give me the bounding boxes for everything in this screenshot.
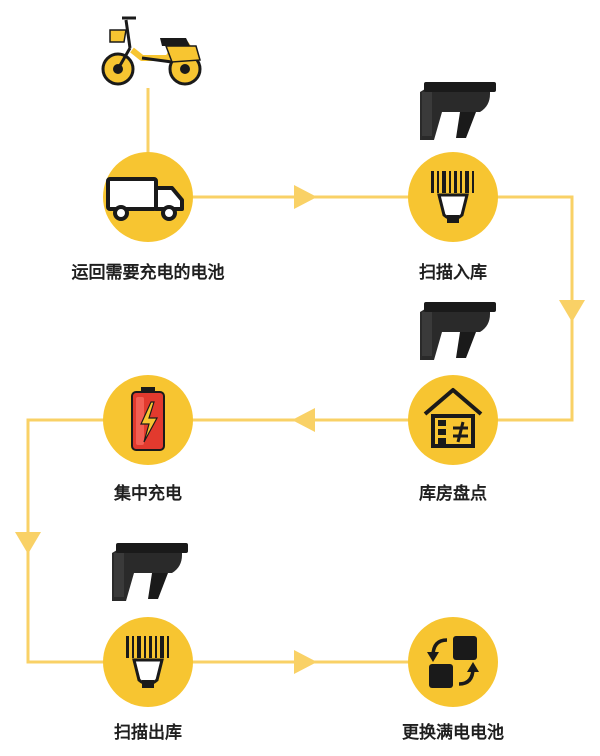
- step-label-scan-out: 扫描出库: [114, 723, 182, 743]
- arrow-down-icon: [559, 300, 585, 322]
- step-label-inventory: 库房盘点: [419, 484, 487, 504]
- swap-icon: [427, 636, 479, 688]
- arrow-left-icon: [292, 408, 315, 432]
- handheld-rfid-scanner-icon: [420, 82, 496, 140]
- arrow-right-icon: [294, 650, 317, 674]
- handheld-rfid-scanner-icon: [420, 302, 496, 360]
- step-label-swap: 更换满电电池: [402, 723, 504, 743]
- connector-scanin-to-inventory: [496, 195, 574, 422]
- step-label-transport: 运回需要充电的电池: [71, 263, 225, 283]
- barcode-scan-icon: [431, 171, 474, 223]
- barcode-scan-icon: [126, 636, 169, 688]
- step-circle-inventory: [408, 375, 498, 465]
- step-circle-swap: [408, 617, 498, 707]
- arrow-down-icon: [15, 532, 41, 554]
- arrowheads: [15, 185, 585, 674]
- arrow-right-icon: [294, 185, 317, 209]
- battery-charging-icon: [131, 387, 165, 451]
- electric-scooter-icon: [101, 16, 202, 86]
- handheld-rfid-scanner-icon: [112, 543, 188, 601]
- warehouse-icon: [423, 388, 483, 448]
- connector-charge-to-scanout: [26, 418, 106, 664]
- step-label-charge: 集中充电: [114, 484, 182, 504]
- step-label-scan-in: 扫描入库: [419, 263, 487, 283]
- truck-icon: [106, 177, 184, 221]
